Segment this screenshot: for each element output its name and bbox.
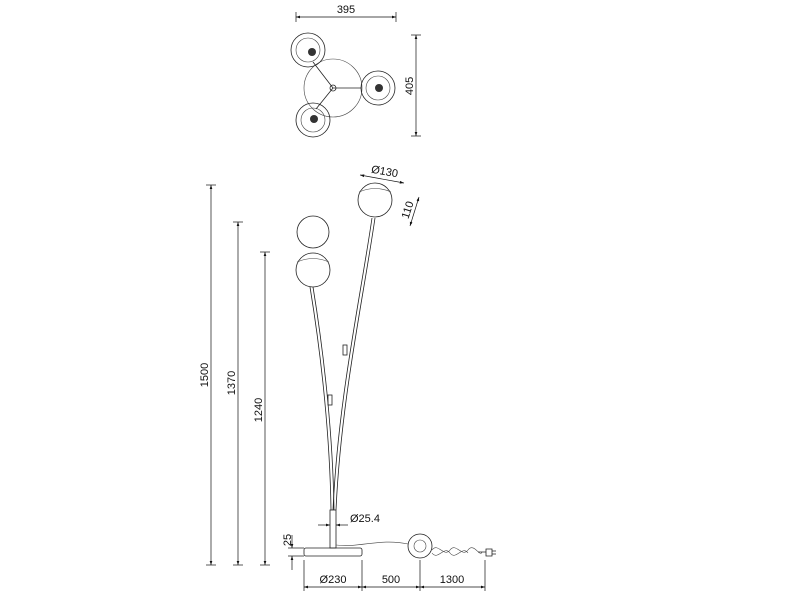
depth-label: 405 <box>404 77 416 95</box>
plug-icon <box>478 548 496 557</box>
canopy-circle <box>303 58 363 118</box>
shade-height-label: 110 <box>400 200 417 220</box>
cord <box>335 541 409 546</box>
top-view: 395 405 <box>290 4 421 138</box>
stem-right <box>332 217 373 511</box>
coiled-cord <box>431 547 483 556</box>
base-height-label: 25 <box>282 534 294 546</box>
foot-switch <box>407 533 433 559</box>
hub <box>329 84 337 92</box>
width-label: 395 <box>337 4 355 16</box>
base <box>303 547 363 557</box>
stem-left <box>309 286 332 511</box>
shade-top <box>357 182 393 218</box>
top-globe-1 <box>290 32 326 68</box>
base-diameter-label: Ø230 <box>320 574 347 586</box>
height-1240-label: 1240 <box>253 398 265 422</box>
shade-upper-left <box>296 215 330 249</box>
shade-lower-left <box>295 252 331 288</box>
side-view: Ø130 110 1500 1370 1240 25 Ø25.4 Ø230 50… <box>199 164 496 591</box>
height-1370-label: 1370 <box>226 371 238 395</box>
pole-diameter-label: Ø25.4 <box>350 513 380 525</box>
height-1500-label: 1500 <box>199 363 211 387</box>
cord-1300-label: 1300 <box>440 574 464 586</box>
top-globe-3 <box>295 102 331 138</box>
cord-500-label: 500 <box>382 574 400 586</box>
top-globe-2 <box>360 70 396 106</box>
pole <box>329 509 337 549</box>
shade-diameter-label: Ø130 <box>370 164 399 180</box>
